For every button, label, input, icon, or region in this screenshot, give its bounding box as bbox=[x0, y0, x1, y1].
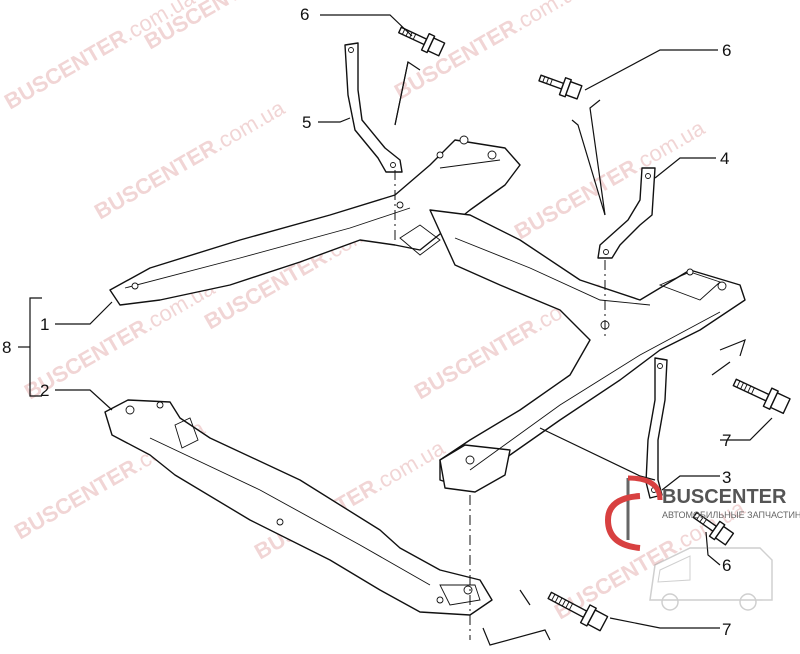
bolt-6-top bbox=[398, 26, 446, 57]
callout-1: 1 bbox=[40, 315, 49, 334]
mount-hole bbox=[465, 455, 475, 465]
logo-brand: BUSCENTER bbox=[662, 486, 787, 508]
subframe-part-1 bbox=[109, 135, 746, 493]
bolt-6-mid bbox=[538, 74, 583, 100]
van-icon bbox=[649, 547, 773, 611]
callout-4: 4 bbox=[720, 149, 729, 168]
mount-hole bbox=[657, 363, 663, 369]
mount-hole bbox=[348, 47, 354, 53]
mount-hole bbox=[463, 585, 473, 595]
bracket-part-4 bbox=[597, 167, 656, 259]
watermark-brand: BUSCENTER.com.ua bbox=[90, 95, 289, 225]
mount-hole bbox=[125, 405, 135, 415]
callout-labels: 6 6 5 4 1 8 2 7 3 6 7 bbox=[2, 5, 731, 639]
crossmember-part-2 bbox=[104, 399, 493, 616]
brand-logo: BUSCENTER АВТОМОБИЛЬНЫЕ ЗАПЧАСТИНИ bbox=[604, 475, 800, 611]
bolt-7-right bbox=[732, 378, 791, 415]
bolt-6-lower bbox=[692, 511, 735, 546]
mount-hole bbox=[436, 151, 444, 159]
callout-2: 2 bbox=[40, 381, 49, 400]
mount-hole bbox=[717, 281, 727, 291]
callout-8: 8 bbox=[2, 338, 11, 357]
callout-6-mid: 6 bbox=[722, 41, 731, 60]
mount-hole bbox=[131, 282, 139, 290]
bolt-7-bottom bbox=[547, 591, 609, 632]
logo-tagline: АВТОМОБИЛЬНЫЕ ЗАПЧАСТИНИ bbox=[662, 510, 800, 520]
mount-hole bbox=[156, 401, 164, 409]
mount-hole bbox=[603, 249, 609, 255]
callout-7-right: 7 bbox=[722, 431, 731, 450]
mount-hole bbox=[686, 268, 694, 276]
mount-hole bbox=[390, 162, 396, 168]
callout-7-bottom: 7 bbox=[722, 620, 731, 639]
callout-3: 3 bbox=[722, 468, 731, 487]
assembly-lines bbox=[394, 61, 746, 646]
callout-5: 5 bbox=[302, 113, 311, 132]
mount-hole bbox=[487, 150, 497, 160]
leader-lines bbox=[18, 14, 773, 629]
mount-hole bbox=[276, 518, 284, 526]
mount-hole bbox=[396, 201, 404, 209]
mount-hole bbox=[645, 173, 651, 179]
callout-6-top: 6 bbox=[300, 5, 309, 24]
mount-hole bbox=[436, 596, 444, 604]
watermark-brand: BUSCENTER.com.ua bbox=[510, 115, 709, 245]
callout-6-lower: 6 bbox=[722, 556, 731, 575]
bracket-part-3 bbox=[645, 357, 668, 499]
mount-hole bbox=[459, 135, 469, 145]
bracket-part-5 bbox=[344, 42, 403, 173]
